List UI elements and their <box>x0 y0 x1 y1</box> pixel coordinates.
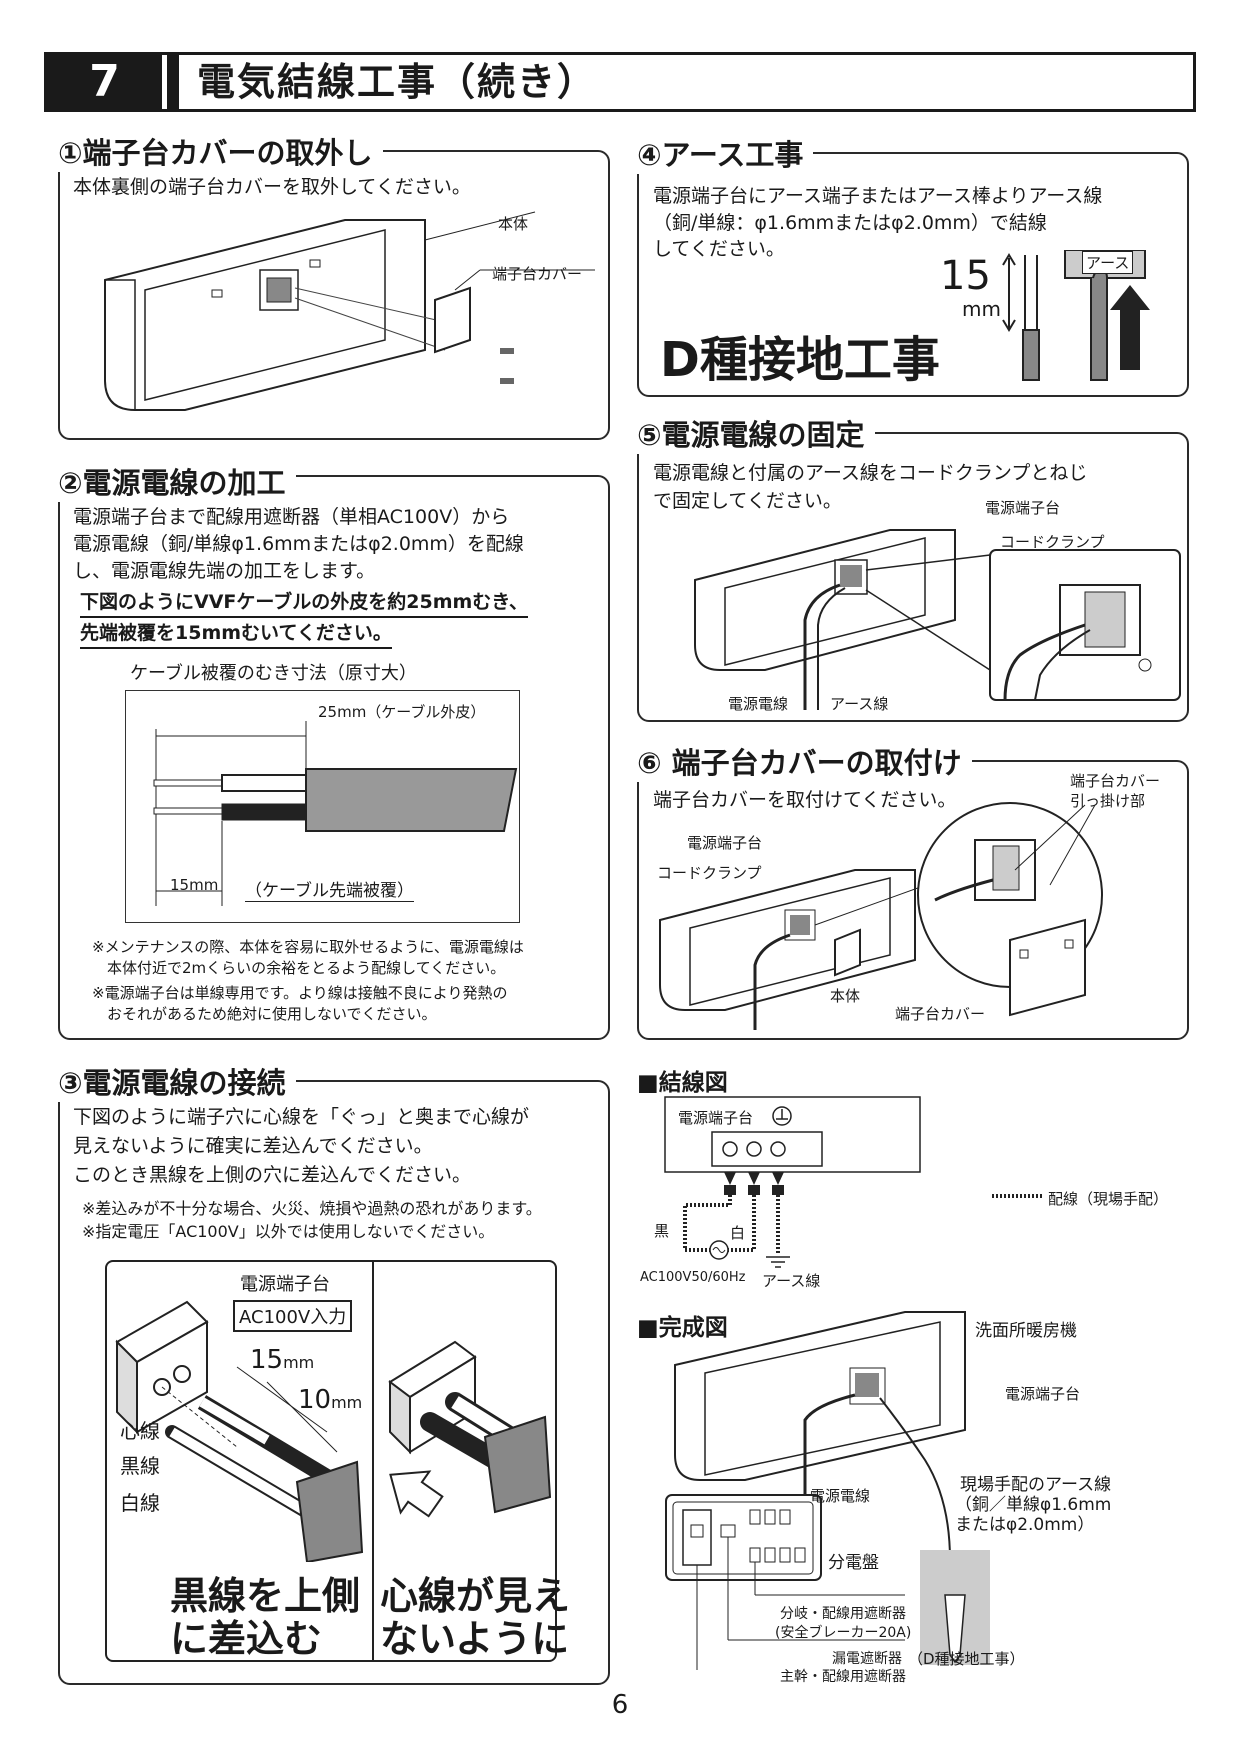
section-3-line-3: このとき黒線を上側の穴に差込んでください。 <box>73 1164 472 1186</box>
section-2-note-1: ※メンテナンスの際、本体を容易に取外せるように、電源電線は <box>92 938 524 956</box>
finished-label-terminal: 電源端子台 <box>1005 1385 1081 1403</box>
finished-earthwire-3: またはφ2.0mm） <box>955 1515 1095 1535</box>
finished-label-main-2: 主幹・配線用遮断器 <box>780 1669 906 1685</box>
connection-left-illustration <box>115 1300 364 1562</box>
caption-right-line-2: ないように <box>380 1617 570 1661</box>
section-1-text: 本体裏側の端子台カバーを取外してください。 <box>73 176 471 198</box>
section-3-heading: ③電源電線の接続 <box>58 1060 296 1102</box>
section-2-bold-1: 下図のようにVVFケーブルの外皮を約25mmむき、 <box>80 589 528 618</box>
section-6-text: 端子台カバーを取付けてください。 <box>653 789 957 811</box>
section-5-line-2: で固定してください。 <box>653 490 842 512</box>
earth-dim-unit: mm <box>962 297 1001 321</box>
section-3-line-2: 見えないように確実に差込んでください。 <box>73 1135 433 1157</box>
section-4-heading: ④アース工事 <box>637 132 814 174</box>
section-number: 7 <box>47 55 162 109</box>
strip-diagram-title: ケーブル被覆のむき寸法（原寸大） <box>130 663 417 684</box>
label-power-terminal-6: 電源端子台 <box>687 834 763 852</box>
section-2-bold-2: 先端被覆を15mmむいてください。 <box>80 620 392 649</box>
section-4-line-1: 電源端子台にアース端子またはアース棒よりアース線 <box>653 185 1103 207</box>
wiring-label-white: 白 <box>730 1224 746 1242</box>
caption-right-line-1: 心線が見え <box>380 1574 571 1618</box>
wiring-label-black: 黒 <box>654 1222 670 1240</box>
section-4-line-3: してください。 <box>653 238 785 260</box>
wiring-diagram-heading: ■結線図 <box>637 1070 728 1096</box>
label-body: 本体 <box>498 215 529 233</box>
finished-label-branch-2: (安全ブレーカー20A) <box>775 1625 912 1641</box>
section-5-heading: ⑤電源電線の固定 <box>637 412 875 454</box>
dim-25mm-label: 25mm（ケーブル外皮） <box>318 703 486 721</box>
label-cover-hook-2: 引っ掛け部 <box>1070 792 1146 810</box>
label-dim-15: 15mm <box>250 1345 314 1375</box>
earth-label: アース <box>1082 251 1134 274</box>
cover-removal-illustration <box>104 211 595 411</box>
caption-left-line-2: に差込む <box>170 1617 323 1661</box>
wiring-label-earth: アース線 <box>762 1272 821 1290</box>
label-power-terminal: 電源端子台 <box>240 1274 330 1295</box>
section-2-line-3: し、電源電線先端の加工をします。 <box>73 560 376 582</box>
section-5-line-1: 電源電線と付属のアース線をコードクランプとねじ <box>653 462 1088 484</box>
wiring-legend: 配線（現場手配） <box>1048 1190 1169 1208</box>
cable-strip-diagram <box>153 721 518 906</box>
finished-diagram <box>665 1311 990 1670</box>
label-ac100v-input: AC100V入力 <box>233 1300 353 1332</box>
dim-15mm-note: （ケーブル先端被覆） <box>245 876 414 902</box>
section-2-line-2: 電源電線（銅/単線φ1.6mmまたはφ2.0mm）を配線 <box>73 533 524 555</box>
section-2-line-1: 電源端子台まで配線用遮断器（単相AC100V）から <box>73 506 510 528</box>
label-cover-hook-1: 端子台カバー <box>1070 772 1161 790</box>
page-number: 6 <box>611 1690 629 1720</box>
wiring-label-ac: AC100V50/60Hz <box>640 1270 746 1285</box>
finished-earthwire-2: （銅／単線φ1.6mm <box>955 1495 1112 1515</box>
dim-10-unit: mm <box>331 1393 363 1412</box>
section-2-box <box>58 475 610 1040</box>
dim-10-value: 10 <box>298 1385 332 1415</box>
section-4-line-2: （銅/単線：φ1.6mmまたはφ2.0mm）で結線 <box>653 212 1047 234</box>
finished-label-branch-1: 分岐・配線用遮断器 <box>780 1606 906 1622</box>
section-6-heading: ⑥ 端子台カバーの取付け <box>637 740 972 782</box>
section-2-note-3: ※電源端子台は単線専用です。より線は接触不良により発熱の <box>92 984 508 1002</box>
section-2-heading: ②電源電線の加工 <box>58 460 296 502</box>
finished-diagram-heading: ■完成図 <box>637 1315 728 1341</box>
section-3-line-1: 下図のように端子穴に心線を「ぐっ」と奥まで心線が <box>73 1106 530 1128</box>
section-2-note-4: おそれがあるため絶対に使用しないでください。 <box>92 1005 437 1023</box>
section-banner: 7 電気結線工事（続き） <box>44 52 1196 112</box>
connection-illustration-frame <box>105 1260 557 1662</box>
connection-right-illustration <box>388 1340 552 1518</box>
dim-15-unit: mm <box>283 1353 315 1372</box>
section-3-note-1: ※差込みが不十分な場合、火災、焼損や過熱の恐れがあります。 <box>82 1199 542 1218</box>
section-2-note-2: 本体付近で2mくらいの余裕をとるよう配線してください。 <box>92 959 506 977</box>
wiring-label-terminal: 電源端子台 <box>678 1109 754 1127</box>
finished-label-power: 電源電線 <box>810 1487 871 1505</box>
strip-diagram-frame <box>125 690 520 923</box>
caption-left-line-1: 黒線を上側 <box>170 1574 361 1618</box>
label-white-wire: 白線 <box>120 1491 160 1515</box>
section-1-heading: ①端子台カバーの取外し <box>58 130 383 172</box>
dim-15-value: 15 <box>250 1345 284 1375</box>
label-power-wire-5: 電源電線 <box>728 695 789 713</box>
wiring-diagram <box>664 1096 1042 1268</box>
label-terminal-cover-6: 端子台カバー <box>895 1005 986 1023</box>
label-cord-clamp-5: コードクランプ <box>1000 533 1105 551</box>
finished-label-panel: 分電盤 <box>828 1553 879 1573</box>
dim-15mm-label: 15mm <box>170 876 219 894</box>
earth-dim-15: 15 <box>940 253 991 299</box>
finished-label-main-1: 漏電遮断器 <box>832 1651 902 1667</box>
connection-divider <box>372 1260 374 1662</box>
label-dim-10: 10mm <box>298 1385 362 1415</box>
finished-earthwire-1: 現場手配のアース線 <box>960 1475 1112 1495</box>
label-terminal-cover: 端子台カバー <box>492 265 583 283</box>
finished-label-dtype: （D種接地工事） <box>908 1650 1025 1668</box>
label-body-6: 本体 <box>830 987 861 1005</box>
cable-clamp-illustration <box>694 529 1181 710</box>
label-core-wire: 心線 <box>120 1419 160 1443</box>
d-type-grounding-text: D種接地工事 <box>660 332 940 388</box>
label-heater: 洗面所暖房機 <box>975 1321 1077 1341</box>
section-title: 電気結線工事（続き） <box>197 60 598 104</box>
cover-install-illustration <box>659 802 1103 1030</box>
label-cord-clamp-6: コードクランプ <box>657 864 762 882</box>
banner-bar <box>167 55 179 109</box>
section-3-note-2: ※指定電圧「AC100V」以外では使用しないでください。 <box>82 1222 495 1241</box>
label-power-terminal-5: 電源端子台 <box>985 499 1061 517</box>
label-earth-wire-5: アース線 <box>830 695 889 713</box>
label-black-wire: 黒線 <box>120 1454 160 1478</box>
